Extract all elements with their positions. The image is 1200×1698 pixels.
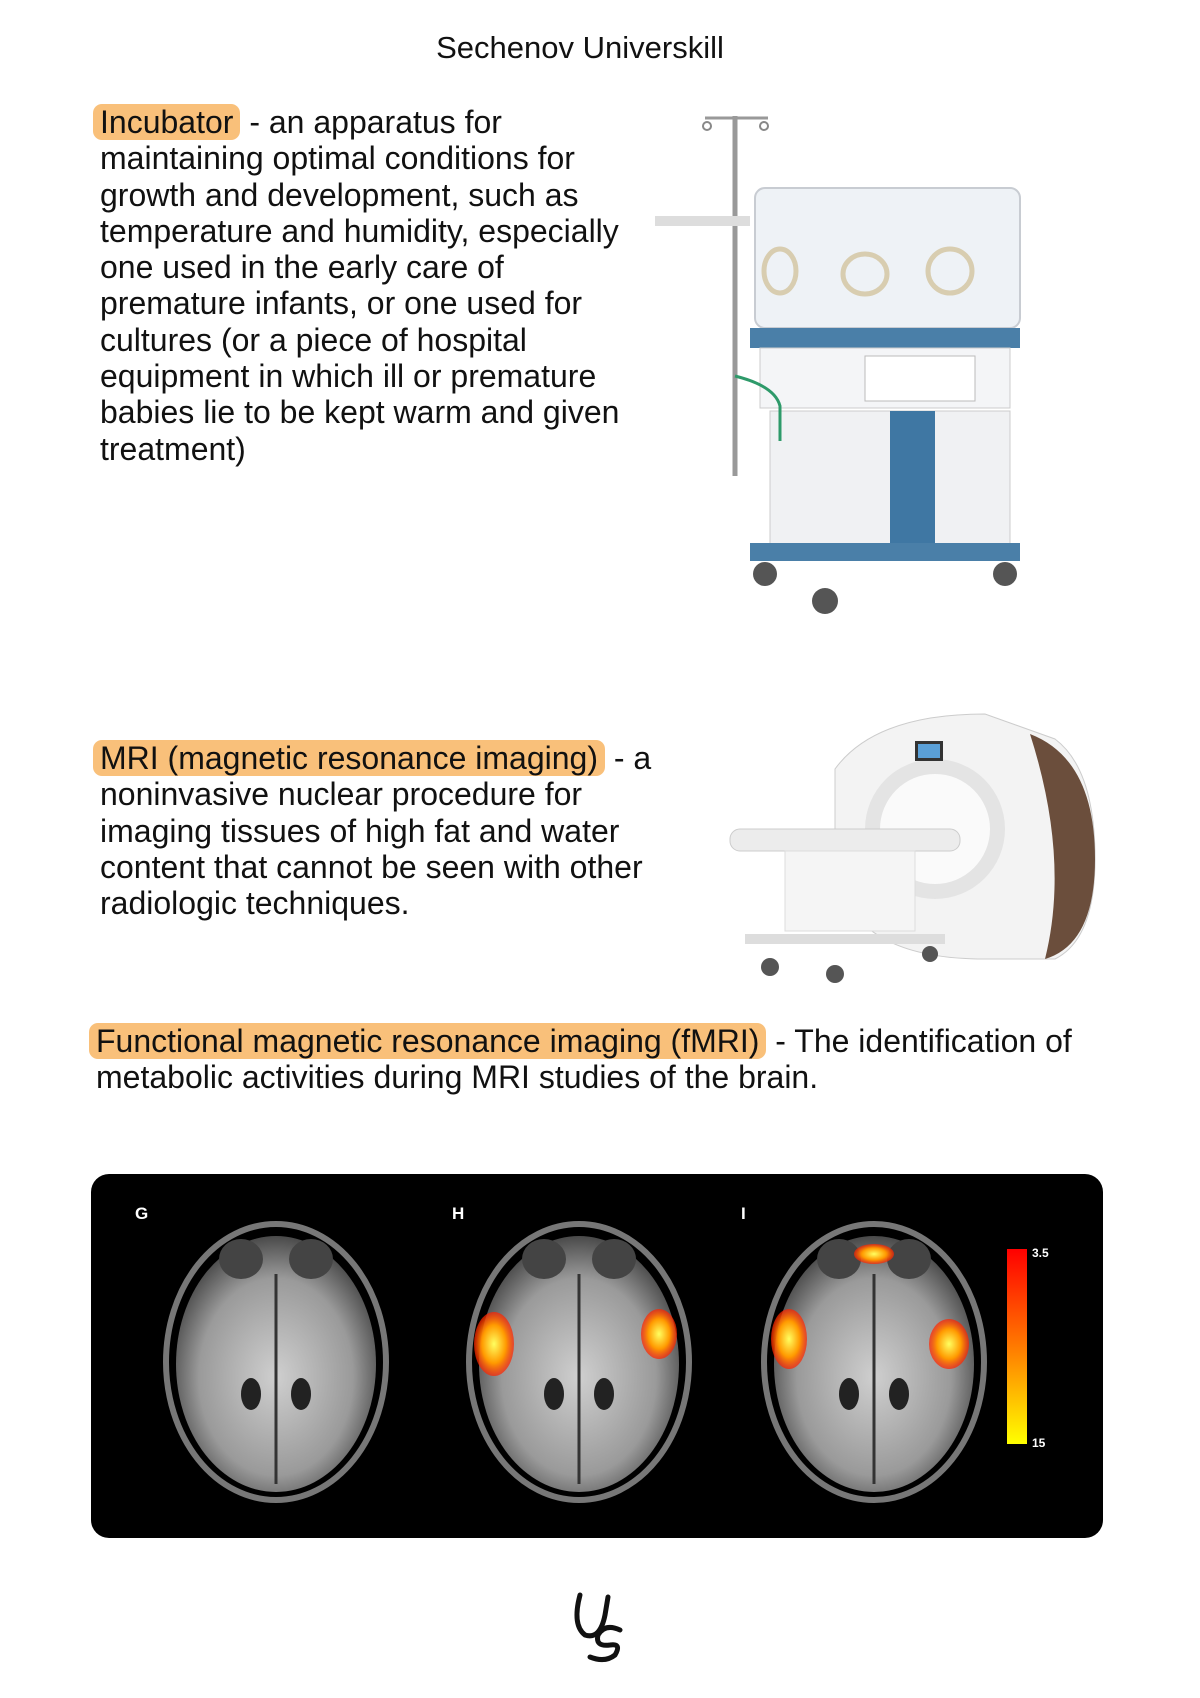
- fmri-text: - The identification of metabolic activi…: [96, 1023, 1072, 1096]
- scale-min-label: 15: [1032, 1436, 1046, 1450]
- incubator-term: Incubator: [93, 104, 241, 140]
- panel-label-g: G: [135, 1204, 149, 1223]
- incubator-definition: Incubator - an apparatus for maintaining…: [93, 104, 620, 467]
- mri-definition: MRI (magnetic resonance imaging) - a non…: [93, 740, 700, 922]
- panel-label-i: I: [741, 1204, 746, 1223]
- incubator-image: [655, 116, 1021, 614]
- brain-scan-i: [761, 1221, 987, 1503]
- mri-text: - a noninvasive nuclear procedure for im…: [100, 740, 652, 922]
- mri-scanner-image: [729, 713, 1096, 983]
- fmri-definition: Functional magnetic resonance imaging (f…: [89, 1023, 1096, 1096]
- page-title: Sechenov Universkill: [436, 30, 724, 65]
- scale-max-label: 3.5: [1032, 1246, 1049, 1260]
- fmri-brain-figure: G H I 3.5 15: [91, 1174, 1103, 1538]
- color-scale-bar: [1007, 1249, 1027, 1444]
- fmri-term: Functional magnetic resonance imaging (f…: [89, 1023, 767, 1059]
- universkill-logo: [574, 1592, 623, 1663]
- brain-scan-g: [163, 1221, 389, 1503]
- brain-scan-h: [466, 1221, 692, 1503]
- mri-term: MRI (magnetic resonance imaging): [93, 740, 605, 776]
- incubator-text: - an apparatus for maintaining optimal c…: [100, 104, 620, 467]
- panel-label-h: H: [452, 1204, 465, 1223]
